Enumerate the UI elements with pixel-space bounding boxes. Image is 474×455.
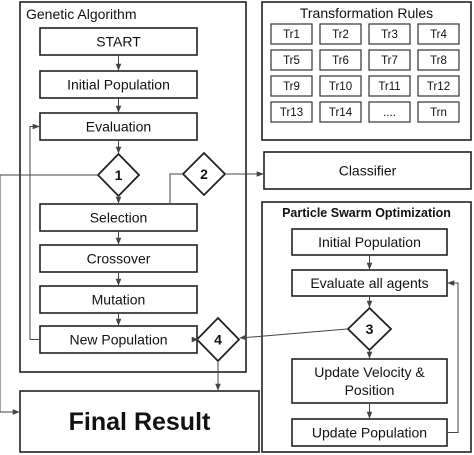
rule-cell [270,23,313,45]
decision-4-label: 4 [214,332,222,348]
pso-title: Particle Swarm Optimization [282,206,451,220]
evaluation-box [39,112,198,141]
rule-cell [319,101,362,123]
decision-1-label: 1 [115,167,123,183]
pso-frame [261,201,472,453]
update-velocity-label-line1: Update Velocity & [314,364,425,380]
rule-cell-label: Trn [430,107,447,119]
classifier-label: Classifier [339,163,397,179]
rule-cell [319,75,362,97]
rule-cell [319,23,362,45]
update-population-label: Update Population [312,425,427,441]
rule-cell [368,23,411,45]
final-result-box [19,390,260,453]
rules-title: Transformation Rules [300,5,433,21]
rule-cell-label: Tr14 [329,107,353,119]
evaluation-label: Evaluation [86,119,151,135]
start-label: START [96,34,141,50]
rule-cell [417,101,460,123]
classifier-box [263,151,472,190]
rule-cell [319,49,362,71]
rule-cell [417,75,460,97]
rule-cell-label: Tr8 [430,55,447,67]
rule-cell-label: Tr11 [378,81,400,93]
evaluate-agents-label: Evaluate all agents [310,275,428,291]
rule-cell [368,75,411,97]
rule-cell-label: Tr10 [329,81,352,93]
decision-2-label: 2 [200,166,208,182]
rule-cell-label: .... [383,107,396,119]
rule-cell-label: Tr9 [283,81,300,93]
rule-cell-label: Tr4 [430,29,447,41]
decision-2 [181,151,227,197]
mutation-label: Mutation [92,292,146,308]
pso-initial-population-label: Initial Population [318,234,421,250]
rule-cell [270,49,313,71]
rule-cell-label: Tr12 [427,81,450,93]
arrow-loop-update-to-eval [447,280,459,433]
rule-cell-label: Tr13 [280,107,303,119]
rule-cell [417,23,460,45]
rule-cell [270,75,313,97]
rule-cell [270,101,313,123]
ga-title: Genetic Algorithm [26,6,137,22]
crossover-box [39,244,198,273]
decision-3-label: 3 [366,321,374,337]
rule-cell-label: Tr7 [381,55,398,67]
arrow-loop-newpop-to-eval [29,123,40,340]
rule-cell-label: Tr3 [381,29,398,41]
update-velocity-label-line2: Position [345,382,395,398]
final-result-label: Final Result [69,408,211,436]
rule-cell [368,101,411,123]
crossover-label: Crossover [87,251,151,267]
rule-cell-label: Tr5 [283,55,300,67]
rule-cell [417,49,460,71]
rule-cell-label: Tr6 [332,55,349,67]
rule-cell-label: Tr1 [283,29,300,41]
arrow-d3-to-d4 [239,328,348,341]
selection-label: Selection [90,210,148,226]
line-selection-to-d2 [169,173,182,204]
ga-initial-population-label: Initial Population [67,77,170,93]
evaluate-agents-box [291,269,448,297]
mutation-box [39,285,198,314]
new-population-label: New Population [69,332,167,348]
rule-cell-label: Tr2 [332,29,349,41]
update-population-box [291,418,448,447]
ga-frame [19,1,247,373]
arrow-left-to-final [0,175,20,415]
rule-cell [368,49,411,71]
rules-frame [261,1,472,141]
